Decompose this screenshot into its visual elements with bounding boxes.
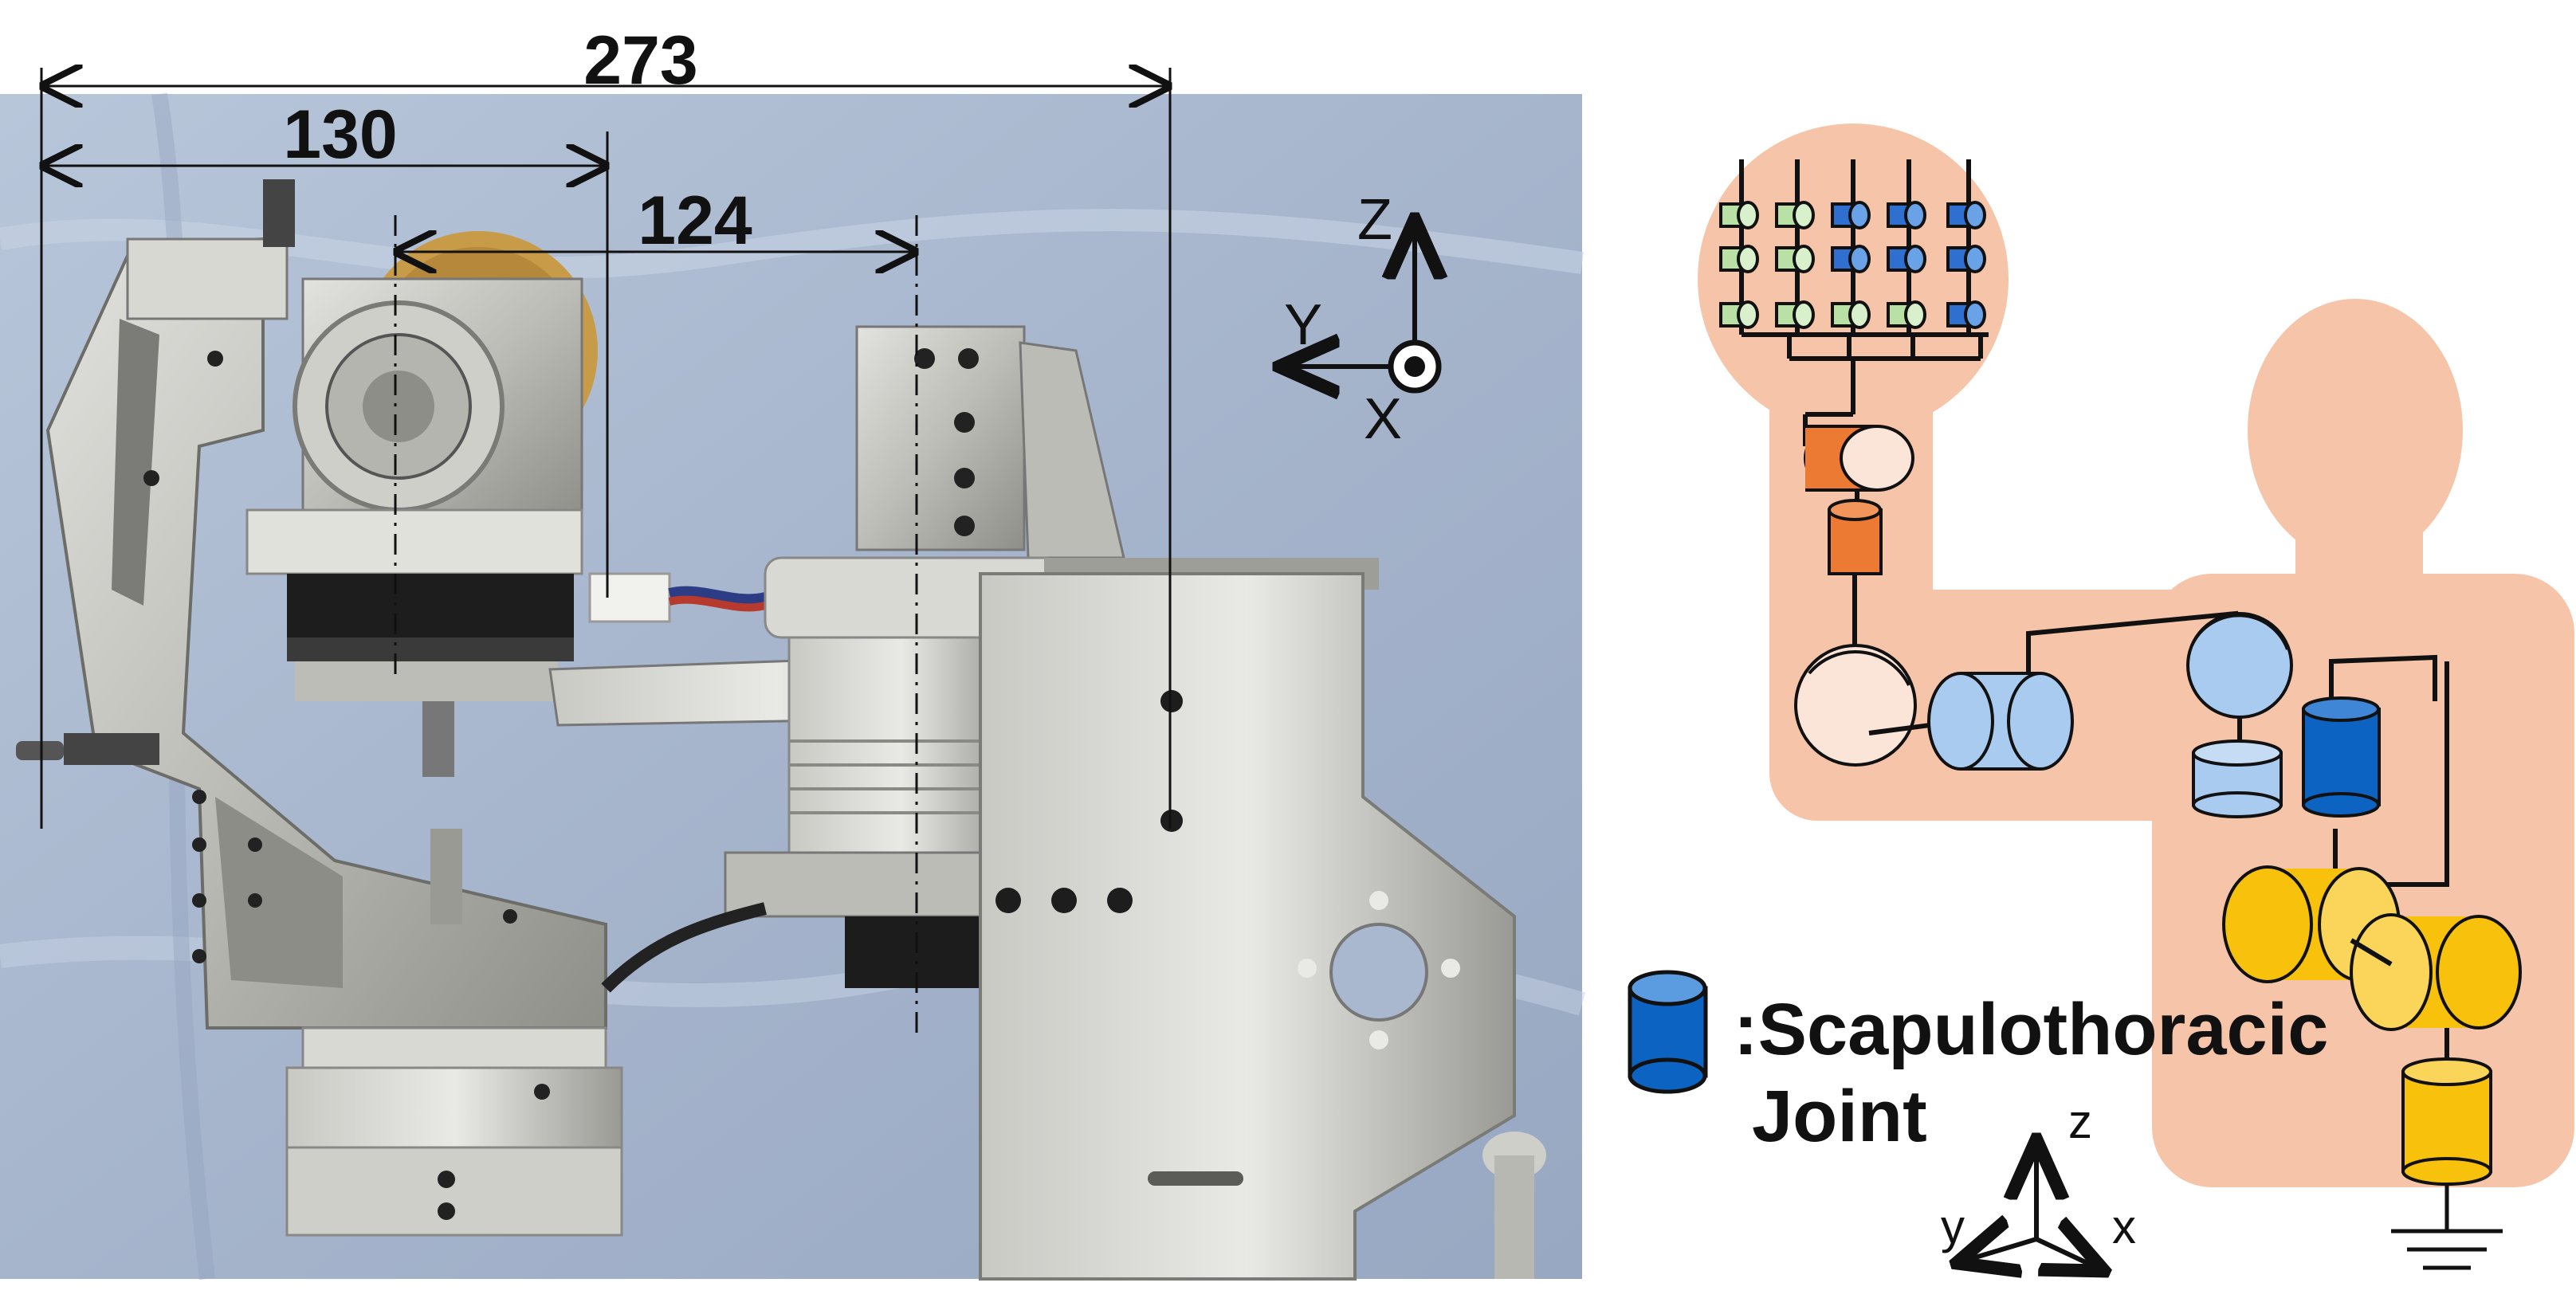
photo-axis-z-label: Z (1357, 188, 1392, 252)
finger-joint[interactable] (1831, 300, 1871, 329)
dimension-273-label: 273 (583, 22, 698, 99)
torso-joint-1[interactable] (2222, 865, 2401, 983)
schematic-axis-x-label: x (2112, 1200, 2136, 1253)
finger-joint[interactable] (1831, 201, 1871, 229)
dimension-124-label: 124 (638, 182, 752, 259)
finger-joint[interactable] (1719, 201, 1759, 229)
dimension-130-label: 130 (283, 96, 398, 173)
ground-icon (2391, 1184, 2503, 1270)
shoulder-joint-1[interactable] (1927, 672, 2074, 771)
shoulder-joint-3[interactable] (2192, 739, 2283, 818)
cable (588, 572, 767, 623)
finger-joint[interactable] (1887, 201, 1926, 229)
finger-joint[interactable] (1946, 245, 1986, 273)
lower-rotary-joint (285, 829, 767, 1237)
finger-joint-cylinders[interactable] (1719, 201, 1986, 329)
finger-joint[interactable] (1719, 245, 1759, 273)
torso-joint-2[interactable] (2350, 913, 2522, 1072)
shoulder-joint-2[interactable] (2186, 612, 2293, 753)
photo-axis-y-label: Y (1284, 293, 1322, 357)
photo-coordinate-frame: Z Y X (1279, 188, 1439, 451)
robot-photo: 273 130 124 Z Y X (0, 22, 1586, 1281)
finger-joint[interactable] (1887, 245, 1926, 273)
axis-centerlines (394, 215, 918, 1036)
schematic-axis-z-label: z (2068, 1095, 2092, 1148)
finger-joint[interactable] (1775, 245, 1815, 273)
x-axis-out-of-page-icon (1388, 339, 1442, 394)
kinematic-schematic: :Scapulothoracic Joint z y x (1628, 124, 2574, 1271)
schematic-coordinate-frame: z y x (1941, 1095, 2136, 1271)
shoulder-gear-unit (126, 179, 598, 777)
torso-joint-3[interactable] (2401, 1057, 2492, 1186)
legend-cylinder-icon (1628, 970, 1708, 1094)
elbow-joint[interactable] (1794, 644, 1961, 767)
legend-label-line2: Joint (1752, 1076, 1927, 1157)
finger-joint[interactable] (1887, 300, 1926, 329)
base-plate (979, 558, 1516, 1281)
legend-label-line1: :Scapulothoracic (1734, 989, 2328, 1070)
wrist-cylinder-1[interactable] (1804, 425, 1914, 492)
finger-joint[interactable] (1775, 300, 1815, 329)
scapulothoracic-joint[interactable] (2302, 696, 2381, 818)
dimension-annotations: 273 130 124 (41, 22, 1170, 829)
finger-joint[interactable] (1946, 201, 1986, 229)
finger-joint[interactable] (1719, 300, 1759, 329)
finger-joint[interactable] (1946, 300, 1986, 329)
schematic-axis-y-label: y (1941, 1200, 1965, 1253)
knob (1482, 1132, 1546, 1279)
photo-axis-x-label: X (1364, 387, 1402, 451)
finger-joint[interactable] (1775, 201, 1815, 229)
legend: :Scapulothoracic Joint (1628, 970, 2328, 1157)
wrist-cylinder-2[interactable] (1828, 490, 1883, 645)
finger-joint[interactable] (1831, 245, 1871, 273)
